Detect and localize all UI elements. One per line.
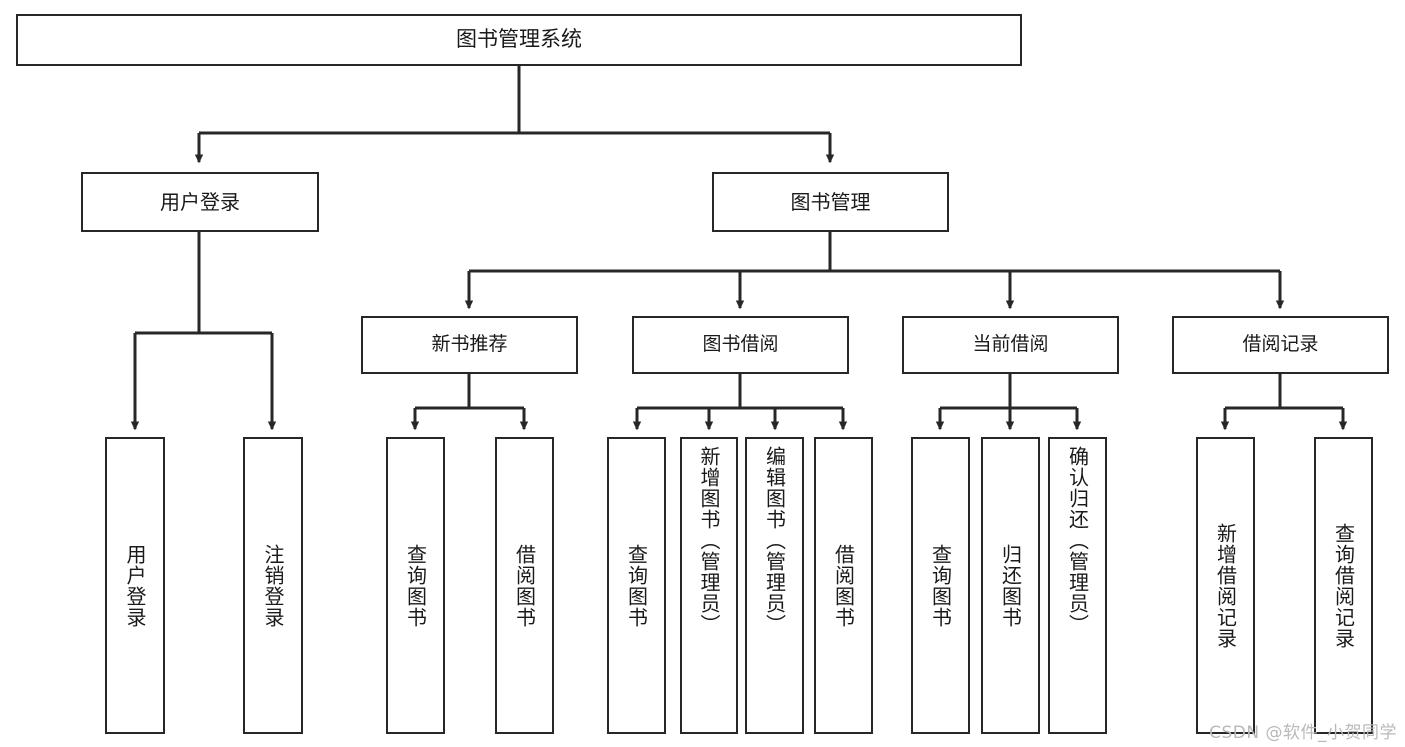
- leaf-borrow-borrow-book[interactable]: 借阅图书: [814, 437, 873, 734]
- leaf-new-book-query[interactable]: 查询图书: [386, 437, 445, 734]
- leaf-new-book-borrow[interactable]: 借阅图书: [495, 437, 554, 734]
- leaf-label: 查询借阅记录: [1331, 522, 1356, 649]
- leaf-record-add-record[interactable]: 新增借阅记录: [1196, 437, 1255, 734]
- node-new-book-recommend-label: 新书推荐: [431, 333, 508, 356]
- node-current-borrow-label: 当前借阅: [972, 333, 1049, 356]
- node-borrow-record-label: 借阅记录: [1242, 333, 1319, 356]
- node-book-management[interactable]: 图书管理: [712, 172, 949, 232]
- leaf-label: 查询图书: [624, 543, 649, 628]
- leaf-borrow-query-book[interactable]: 查询图书: [607, 437, 666, 734]
- node-new-book-recommend[interactable]: 新书推荐: [361, 316, 578, 374]
- leaf-label: 新增借阅记录: [1213, 522, 1238, 649]
- leaf-label: 确认归还（管理员）: [1065, 446, 1090, 635]
- node-borrow-record[interactable]: 借阅记录: [1172, 316, 1389, 374]
- leaf-user-login-login[interactable]: 用户登录: [105, 437, 165, 734]
- node-book-borrow[interactable]: 图书借阅: [632, 316, 849, 374]
- leaf-current-return-book[interactable]: 归还图书: [981, 437, 1040, 734]
- leaf-current-query-book[interactable]: 查询图书: [911, 437, 970, 734]
- leaf-label: 新增图书（管理员）: [697, 446, 721, 635]
- leaf-label: 用户登录: [123, 543, 147, 628]
- node-book-management-label: 图书管理: [790, 189, 871, 214]
- leaf-label: 查询图书: [403, 543, 428, 628]
- leaf-borrow-add-book-admin[interactable]: 新增图书（管理员）: [680, 437, 738, 734]
- node-root-label: 图书管理系统: [456, 27, 582, 52]
- node-user-login[interactable]: 用户登录: [81, 172, 319, 232]
- leaf-label: 借阅图书: [831, 543, 856, 628]
- leaf-label: 查询图书: [928, 543, 953, 628]
- node-book-borrow-label: 图书借阅: [702, 333, 779, 356]
- leaf-current-confirm-return-admin[interactable]: 确认归还（管理员）: [1048, 437, 1107, 734]
- leaf-label: 归还图书: [998, 543, 1023, 628]
- leaf-user-login-logout[interactable]: 注销登录: [243, 437, 303, 734]
- leaf-label: 借阅图书: [512, 543, 537, 628]
- leaf-label: 编辑图书（管理员）: [762, 446, 787, 635]
- leaf-label: 注销登录: [261, 543, 285, 628]
- leaf-borrow-edit-book-admin[interactable]: 编辑图书（管理员）: [745, 437, 804, 734]
- node-user-login-label: 用户登录: [160, 189, 240, 214]
- node-root-system[interactable]: 图书管理系统: [16, 14, 1022, 66]
- leaf-record-query-record[interactable]: 查询借阅记录: [1314, 437, 1373, 734]
- node-current-borrow[interactable]: 当前借阅: [902, 316, 1119, 374]
